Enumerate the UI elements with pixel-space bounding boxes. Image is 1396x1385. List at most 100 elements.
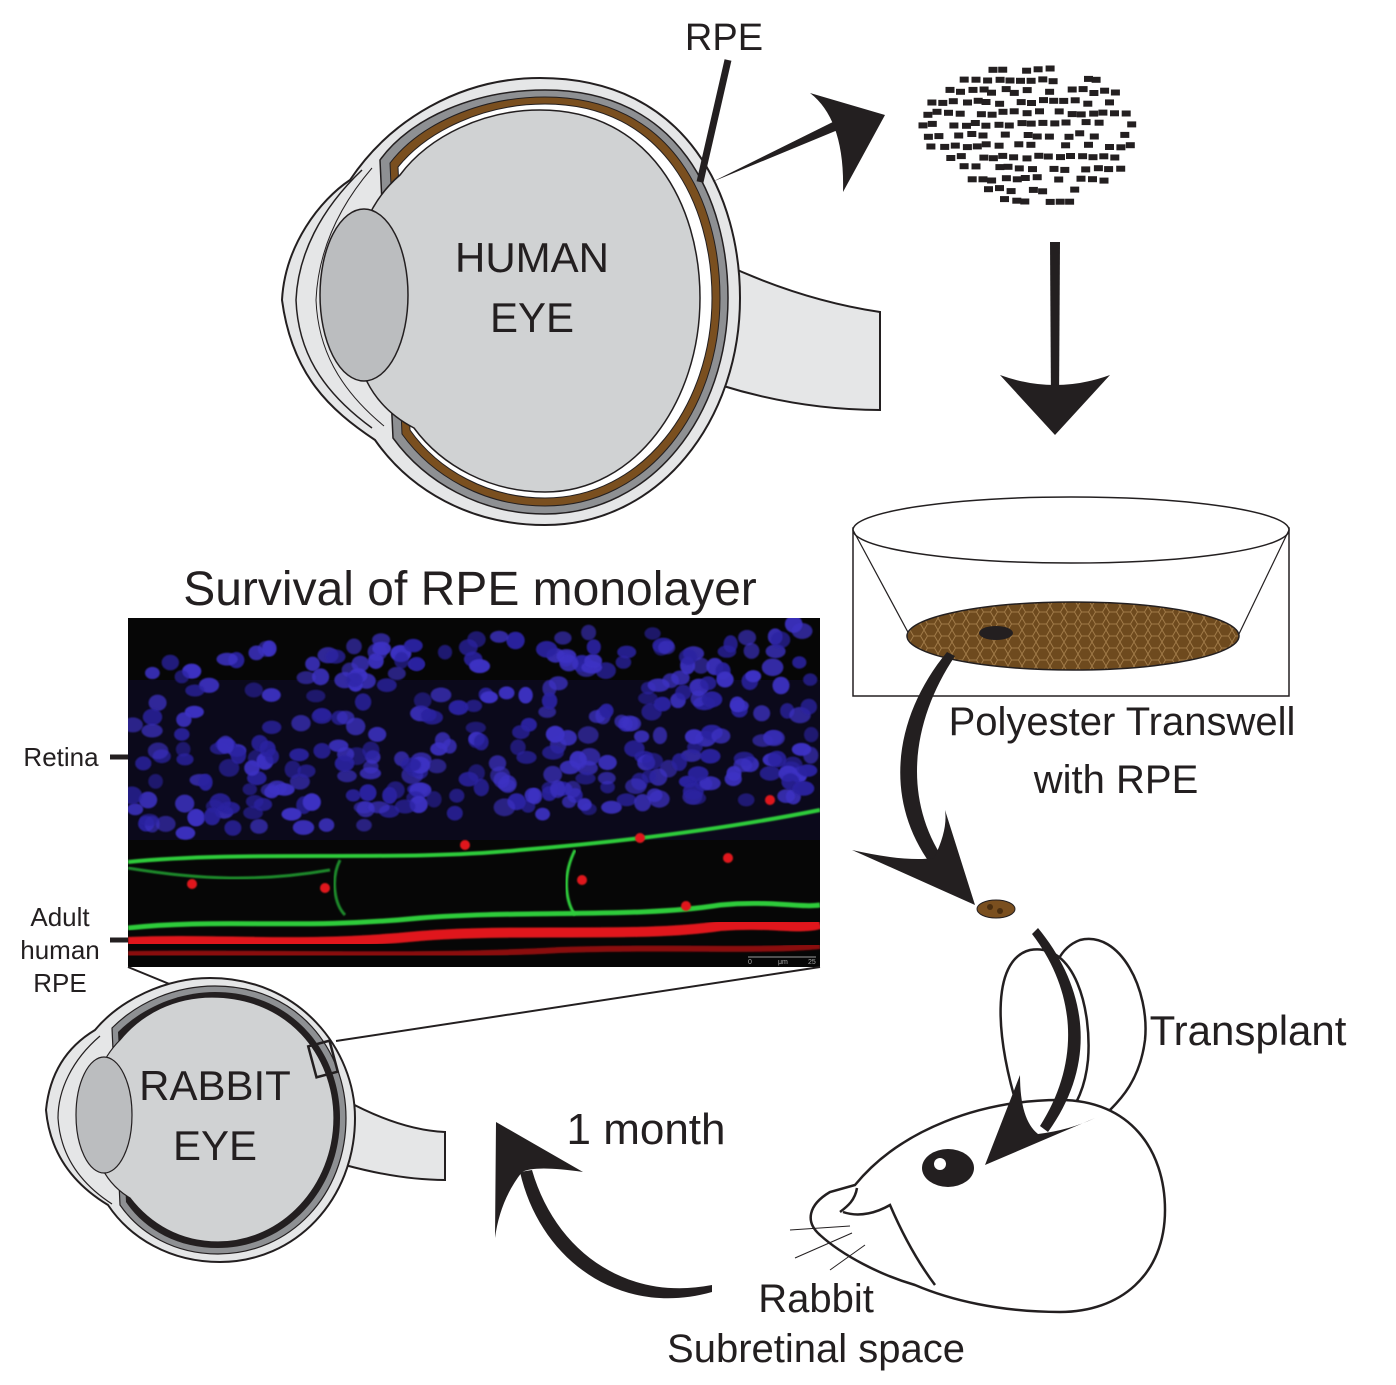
adult-label-line2: human bbox=[20, 935, 100, 965]
nucleus bbox=[599, 703, 614, 718]
arrow-punch-to-graft bbox=[852, 652, 975, 905]
rabbit-eye: RABBIT EYE bbox=[44, 976, 446, 1264]
human-eye-label-line2: EYE bbox=[490, 294, 574, 341]
nucleus bbox=[743, 642, 760, 659]
rpe-cell bbox=[955, 110, 965, 117]
nucleus bbox=[569, 750, 587, 768]
rpe-cell bbox=[1076, 175, 1086, 182]
red-rpe-band-2 bbox=[128, 943, 820, 958]
rpe-cell bbox=[1075, 130, 1085, 137]
retina-label: Retina bbox=[23, 742, 99, 772]
nucleus bbox=[624, 740, 645, 757]
nucleus bbox=[403, 638, 423, 653]
nucleus bbox=[128, 717, 143, 733]
rpe-cell bbox=[923, 111, 933, 118]
transwell-label-line1: Polyester Transwell bbox=[949, 700, 1296, 744]
nucleus bbox=[791, 742, 812, 756]
rpe-cell bbox=[1064, 133, 1074, 140]
nucleus bbox=[543, 765, 563, 784]
red-spot bbox=[723, 853, 733, 863]
rpe-cell bbox=[1009, 108, 1019, 115]
rpe-cell bbox=[981, 122, 991, 129]
rpe-cell bbox=[978, 176, 988, 183]
rpe-graft-disc bbox=[976, 899, 1016, 919]
nucleus bbox=[175, 826, 196, 840]
rabbit-label: Rabbit bbox=[758, 1277, 874, 1321]
rpe-cell bbox=[1054, 108, 1064, 115]
nucleus bbox=[128, 803, 144, 816]
transwell-punch-hole bbox=[979, 626, 1013, 640]
nucleus bbox=[427, 758, 447, 774]
nucleus bbox=[362, 741, 380, 759]
rpe-cell bbox=[988, 155, 998, 162]
nucleus bbox=[141, 723, 163, 738]
rpe-cell bbox=[918, 122, 928, 129]
nucleus bbox=[554, 631, 572, 645]
microscopy-image bbox=[128, 618, 820, 967]
nucleus bbox=[145, 666, 160, 680]
rpe-cell bbox=[1067, 111, 1077, 118]
nucleus bbox=[465, 721, 486, 734]
nucleus bbox=[434, 732, 451, 749]
transwell-rpe-membrane bbox=[906, 601, 1240, 671]
rpe-cell bbox=[1055, 198, 1065, 205]
red-spot bbox=[187, 879, 197, 889]
rpe-cell bbox=[1026, 77, 1036, 84]
nucleus bbox=[535, 807, 550, 821]
nucleus bbox=[625, 778, 647, 794]
nucleus bbox=[692, 657, 710, 674]
rpe-cell bbox=[1034, 152, 1044, 159]
rpe-cell bbox=[949, 122, 959, 129]
rpe-cell bbox=[995, 100, 1005, 107]
rpe-cell bbox=[978, 132, 988, 139]
nucleus bbox=[306, 689, 326, 703]
rpe-cell bbox=[1038, 188, 1048, 195]
nucleus bbox=[161, 654, 179, 671]
nucleus bbox=[351, 655, 370, 672]
rpe-cell bbox=[950, 142, 960, 149]
rpe-cell bbox=[1012, 197, 1022, 204]
nucleus bbox=[469, 659, 491, 674]
rpe-cell bbox=[923, 133, 933, 140]
nucleus bbox=[542, 680, 557, 697]
rpe-cell bbox=[983, 77, 993, 84]
nucleus bbox=[647, 678, 670, 692]
arrow-transplant bbox=[985, 928, 1095, 1165]
nucleus bbox=[641, 769, 657, 783]
nucleus bbox=[148, 774, 163, 789]
rpe-cell bbox=[1105, 99, 1114, 106]
nucleus bbox=[512, 725, 530, 740]
nucleus bbox=[685, 791, 707, 805]
rpe-cell bbox=[1016, 99, 1026, 106]
rpe-cell bbox=[1049, 97, 1059, 104]
nucleus bbox=[671, 753, 688, 771]
nucleus bbox=[230, 746, 247, 764]
nucleus bbox=[729, 696, 745, 713]
nucleus bbox=[356, 818, 372, 832]
nucleus bbox=[426, 791, 442, 808]
rpe-cell bbox=[1084, 141, 1093, 148]
nucleus bbox=[759, 766, 781, 781]
nucleus bbox=[641, 752, 664, 770]
nucleus bbox=[559, 655, 579, 672]
rpe-cell bbox=[979, 154, 989, 161]
arrow-head-punch bbox=[852, 810, 975, 905]
rpe-cell bbox=[1022, 110, 1032, 117]
nucleus bbox=[510, 739, 526, 756]
nucleus bbox=[586, 639, 601, 655]
nucleus bbox=[346, 672, 363, 688]
rpe-cell bbox=[1099, 153, 1109, 160]
rpe-cell bbox=[956, 88, 965, 95]
rpe-cell bbox=[1022, 87, 1032, 94]
rpe-cell bbox=[1009, 89, 1019, 96]
nucleus bbox=[253, 798, 273, 811]
nucleus bbox=[262, 640, 277, 657]
nucleus bbox=[372, 641, 392, 656]
nucleus bbox=[437, 644, 453, 660]
rpe-cell-cluster-icon bbox=[918, 65, 1137, 205]
rpe-cell bbox=[927, 120, 937, 127]
nucleus bbox=[224, 820, 242, 836]
rpe-cell bbox=[932, 108, 942, 115]
nucleus bbox=[174, 670, 189, 684]
rpe-cell bbox=[1081, 166, 1091, 173]
